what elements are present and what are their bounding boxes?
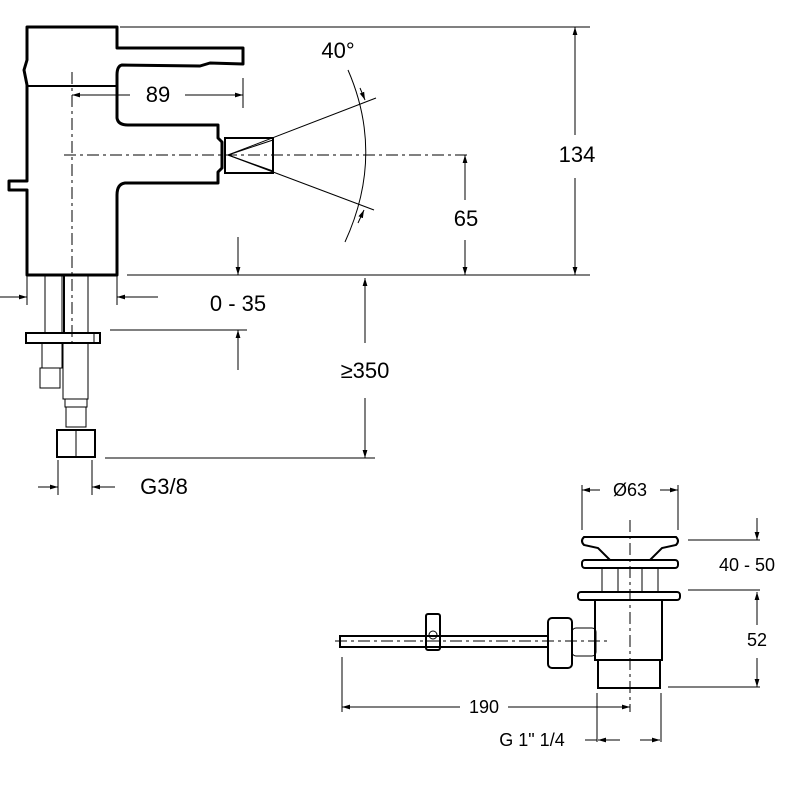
faucet-body-outline (7, 25, 245, 277)
drain-body (594, 600, 663, 661)
dim-spout-height: 65 (454, 206, 478, 231)
side-nut (547, 617, 573, 669)
dim-total-height: 134 (559, 142, 596, 167)
dim-pop-up-range: 40 - 50 (719, 555, 775, 575)
dim-lever-reach: 89 (146, 82, 170, 107)
dim-deck-thickness: 0 - 35 (210, 291, 266, 316)
side-pipe (571, 627, 597, 657)
angle-arc (344, 69, 367, 243)
dim-body-height: 52 (747, 630, 767, 650)
pop-up-waste: Ø63 40 - 50 52 190 G 1" 1/4 (335, 480, 775, 750)
mounting-plate (25, 332, 101, 344)
supply-pipes (25, 275, 101, 458)
drain-lower-ring (577, 591, 681, 601)
rod-clip-screw (428, 630, 438, 640)
dim-drain-diameter: Ø63 (613, 480, 647, 500)
dim-rod-length: 190 (469, 697, 499, 717)
dim-connection-thread: G3/8 (140, 474, 188, 499)
drain-outlet (597, 659, 661, 689)
bidet-faucet: 89 40° 134 65 0 - 35 ≥350 G3/8 (0, 25, 596, 499)
dim-hose-length: ≥350 (341, 358, 390, 383)
dim-spray-angle: 40° (321, 38, 354, 63)
dim-outlet-thread: G 1" 1/4 (499, 730, 564, 750)
rod-clip (425, 613, 441, 651)
